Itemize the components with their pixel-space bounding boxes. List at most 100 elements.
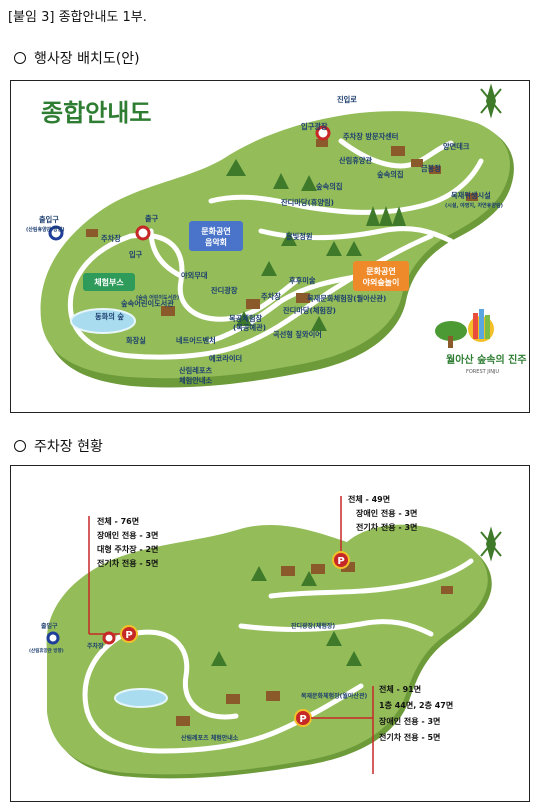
- building-icon: [311, 564, 325, 574]
- building-icon: [176, 716, 190, 726]
- building-icon: [266, 691, 280, 701]
- map-label: (산림휴양관 방향): [26, 226, 65, 233]
- mid-road: [258, 226, 454, 244]
- parking-info-line: 전체 - 49면: [348, 494, 390, 504]
- callout-text: 문화공연: [201, 226, 230, 236]
- map-label: 진입로: [337, 95, 357, 104]
- callout-box: [353, 261, 409, 291]
- tree-icon: [346, 241, 362, 256]
- venue-map-illustration: 종합안내도 진입로 입구광장 주차장 방문자센터 산림휴양관 양면데크 숲속의집…: [26, 83, 527, 388]
- tree-icon: [251, 566, 267, 581]
- parking-info-line: 전기차 전용 - 5면: [97, 558, 158, 568]
- tree-icon: [379, 206, 393, 226]
- tree-icon: [226, 159, 246, 176]
- park-land: [40, 111, 510, 379]
- parking-marker-icon: [332, 551, 350, 569]
- tree-icon: [392, 206, 406, 226]
- buildings: [86, 139, 478, 316]
- map-label: 산림레포츠: [179, 366, 212, 375]
- tree-icon: [301, 571, 317, 586]
- parking-info-line: 전기차 전용 - 3면: [356, 522, 417, 532]
- parking-info-c: 전체 - 91면 1층 44면, 2층 47면 장애인 전용 - 3면 전기차 …: [379, 684, 453, 742]
- callout-box: [83, 273, 135, 291]
- hollow-circle-bullet-icon: [14, 440, 26, 452]
- callout-text: 체험부스: [94, 277, 124, 287]
- trees: [211, 566, 362, 666]
- building-icon: [441, 586, 453, 594]
- map-label: 입구광장: [301, 122, 328, 131]
- callout-text: 음악회: [205, 237, 227, 247]
- parking-info-line: 장애인 전용 - 3면: [97, 530, 158, 540]
- upper-road: [268, 558, 474, 599]
- parking-marker-icon: [120, 625, 138, 643]
- top-path: [338, 138, 454, 169]
- building-icon: [281, 566, 295, 576]
- main-road: [67, 233, 434, 360]
- road-network: [67, 138, 484, 360]
- callout-box: [189, 221, 243, 251]
- upper-road: [208, 158, 484, 215]
- section-heading-layout: 행사장 배치도(안): [14, 48, 140, 68]
- section-title: 주차장 현황: [34, 439, 103, 455]
- parking-info-line: 전체 - 91면: [379, 684, 421, 694]
- map-label: 에코라이더: [209, 354, 242, 363]
- compass-icon: [480, 526, 502, 562]
- park-land: [46, 524, 488, 775]
- tree-icon: [311, 316, 327, 331]
- inner-loop-road: [128, 629, 239, 720]
- trees: [226, 159, 406, 331]
- parking-marker-letter: P: [299, 714, 306, 725]
- building-icon: [86, 229, 98, 237]
- map-label: 야외무대: [181, 271, 208, 280]
- tree-icon: [261, 261, 277, 276]
- performance-callout-outdoor: 문화공연 야외숲놀이: [353, 261, 409, 291]
- map-label: 주차장: [87, 642, 104, 650]
- mid-road: [238, 619, 434, 637]
- tree-icon: [326, 631, 342, 646]
- building-icon: [226, 694, 240, 704]
- parking-info-line: 전체 - 76면: [97, 516, 139, 526]
- building-icon: [391, 146, 405, 156]
- tree-icon: [273, 173, 289, 189]
- map-label: 산림레포츠 체험안내소: [181, 734, 239, 742]
- venue-layout-map: 종합안내도 진입로 입구광장 주차장 방문자센터 산림휴양관 양면데크 숲속의집…: [10, 80, 530, 413]
- logo-text: 월아산 숲속의 진주: [446, 353, 527, 366]
- experience-booth-callout: 체험부스: [83, 273, 135, 291]
- parking-info-line: 장애인 전용 - 3면: [356, 508, 417, 518]
- map-label: 잔디마당(휴양림): [281, 198, 334, 207]
- performance-callout-music: 문화공연 음악회: [189, 221, 243, 251]
- parking-map: 출입구 (산림휴양관 방향) 주차장 잔디광장(체험장) 목재문화체험장(월아산…: [10, 465, 530, 802]
- tree-icon: [301, 175, 317, 191]
- map-label: 목공체험장: [229, 314, 262, 323]
- building-icon: [296, 293, 310, 303]
- section-title: 행사장 배치도(안): [34, 51, 140, 67]
- map-label: 출입구: [39, 215, 59, 224]
- map-label: 숲속어린이도서관: [121, 299, 174, 308]
- map-label: (숲속 어린이도서관): [136, 294, 179, 301]
- map-label: 화장실: [126, 336, 146, 345]
- pond: [70, 308, 136, 334]
- pond: [114, 688, 168, 708]
- map-label: 잔디마당(체험장): [283, 306, 336, 315]
- map-label: 출입구: [41, 622, 58, 630]
- map-label: 주차장: [101, 234, 121, 243]
- building-icon: [411, 159, 423, 167]
- tree-icon: [211, 651, 227, 666]
- gate-marker-icon: [46, 631, 60, 645]
- map-label: 양면데크: [443, 142, 470, 151]
- map-label: 후후미술: [289, 276, 316, 285]
- building-icon: [316, 139, 328, 147]
- gate-marker-icon: [135, 225, 151, 241]
- map-label: 달빛정원: [286, 232, 312, 241]
- parking-info-line: 전기차 전용 - 5면: [379, 732, 440, 742]
- map-label: 주차장 방문자센터: [343, 132, 398, 141]
- tree-icon: [346, 651, 362, 666]
- map-label: 숲속의집: [377, 170, 403, 179]
- building-icon: [466, 193, 478, 201]
- map-label: 곡선형 짚와이어: [273, 330, 322, 339]
- gate-marker-icon: [315, 125, 331, 141]
- map-label: 체험안내소: [179, 376, 212, 385]
- building-icon: [429, 166, 441, 174]
- map-label: 네트어드벤처: [176, 336, 216, 345]
- section-heading-parking: 주차장 현황: [14, 436, 103, 456]
